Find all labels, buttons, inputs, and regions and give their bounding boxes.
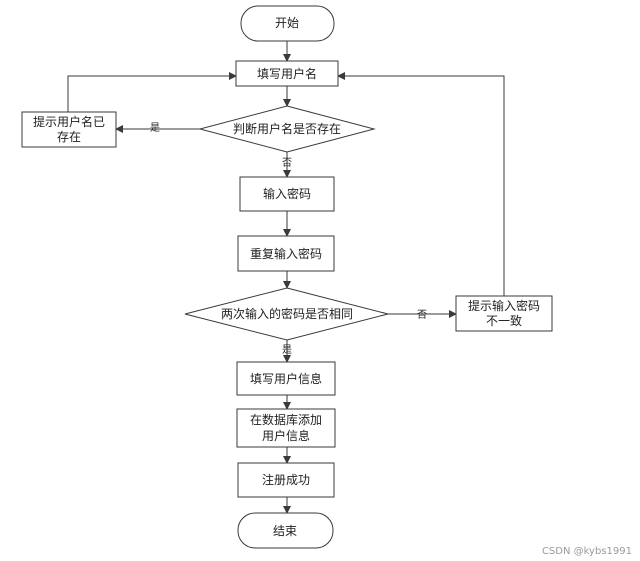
start-label: 开始 xyxy=(275,16,299,30)
end-terminal: 结束 xyxy=(237,512,334,549)
edge-mismatch-loop-back xyxy=(337,72,505,296)
compare-passwords-label: 两次输入的密码是否相同 xyxy=(221,306,353,321)
edge-exists-loop-back xyxy=(67,72,237,112)
fill-user-info-label: 填写用户信息 xyxy=(250,371,322,386)
enter-username-label: 填写用户名 xyxy=(257,66,317,81)
add-to-database-label-line2: 用户信息 xyxy=(262,428,310,443)
edge-label-exists-yes: 是 xyxy=(150,122,160,134)
register-success-box: 注册成功 xyxy=(237,462,335,498)
username-exists-label-line2: 存在 xyxy=(57,130,81,144)
watermark: CSDN @kybs1991 xyxy=(542,546,632,557)
edge-label-same-no: 否 xyxy=(417,309,427,321)
check-username-label: 判断用户名是否存在 xyxy=(233,121,341,136)
password-mismatch-label-line2: 不一致 xyxy=(486,314,522,328)
username-exists-label-line1: 提示用户名已 xyxy=(33,114,105,129)
add-to-database-box: 在数据库添加 用户信息 xyxy=(236,408,336,448)
compare-passwords-decision: 两次输入的密码是否相同 xyxy=(184,287,389,341)
fill-user-info-box: 填写用户信息 xyxy=(236,361,336,396)
check-username-decision: 判断用户名是否存在 xyxy=(198,105,376,153)
start-terminal: 开始 xyxy=(240,5,335,42)
end-label: 结束 xyxy=(273,524,297,538)
password-mismatch-box: 提示输入密码 不一致 xyxy=(455,295,553,332)
edge-label-same-yes: 是 xyxy=(282,344,292,356)
edge-label-exists-no: 否 xyxy=(282,157,292,169)
add-to-database-label-line1: 在数据库添加 xyxy=(250,412,322,427)
username-exists-box: 提示用户名已 存在 xyxy=(21,111,117,148)
repeat-password-label: 重复输入密码 xyxy=(250,246,322,261)
register-success-label: 注册成功 xyxy=(262,472,310,487)
enter-password-label: 输入密码 xyxy=(263,186,311,201)
enter-password-box: 输入密码 xyxy=(239,176,335,212)
enter-username-box: 填写用户名 xyxy=(235,60,339,87)
repeat-password-box: 重复输入密码 xyxy=(237,235,335,272)
password-mismatch-label-line1: 提示输入密码 xyxy=(468,298,540,313)
